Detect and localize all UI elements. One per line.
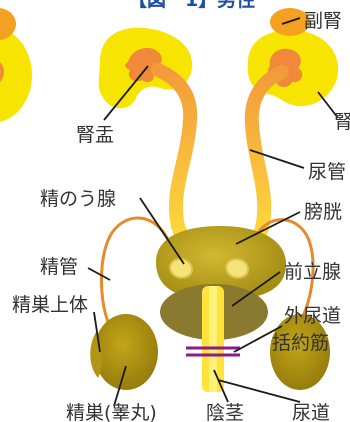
label-bladder: 膀胱: [304, 201, 342, 223]
label-kidney: 腎: [334, 111, 350, 133]
label-penis: 陰茎: [206, 402, 244, 422]
label-sphincter-line2: 括約筋: [272, 332, 329, 354]
label-sphincter-line1: 外尿道: [284, 305, 341, 327]
seminal-vesicle-left: [170, 259, 192, 278]
label-epididymis: 精巣上体: [12, 294, 88, 316]
diagram-title: 【図 1】男性: [128, 0, 255, 11]
kidney-left-partial: [0, 27, 32, 123]
label-ureter: 尿管: [308, 161, 346, 183]
leader-vas-deferens: [88, 268, 110, 280]
label-seminal-vesicle: 精のう腺: [40, 188, 116, 210]
label-prostate: 前立腺: [284, 261, 341, 283]
label-testis: 精巣(睾丸): [66, 402, 157, 422]
seminal-vesicle-right: [226, 259, 248, 278]
label-renal-pelvis: 腎盂: [76, 124, 114, 146]
label-vas-deferens: 精管: [40, 256, 78, 278]
label-urethra: 尿道: [292, 402, 330, 422]
testis-left: [94, 314, 158, 390]
label-adrenal-gland: 副腎: [304, 10, 342, 32]
